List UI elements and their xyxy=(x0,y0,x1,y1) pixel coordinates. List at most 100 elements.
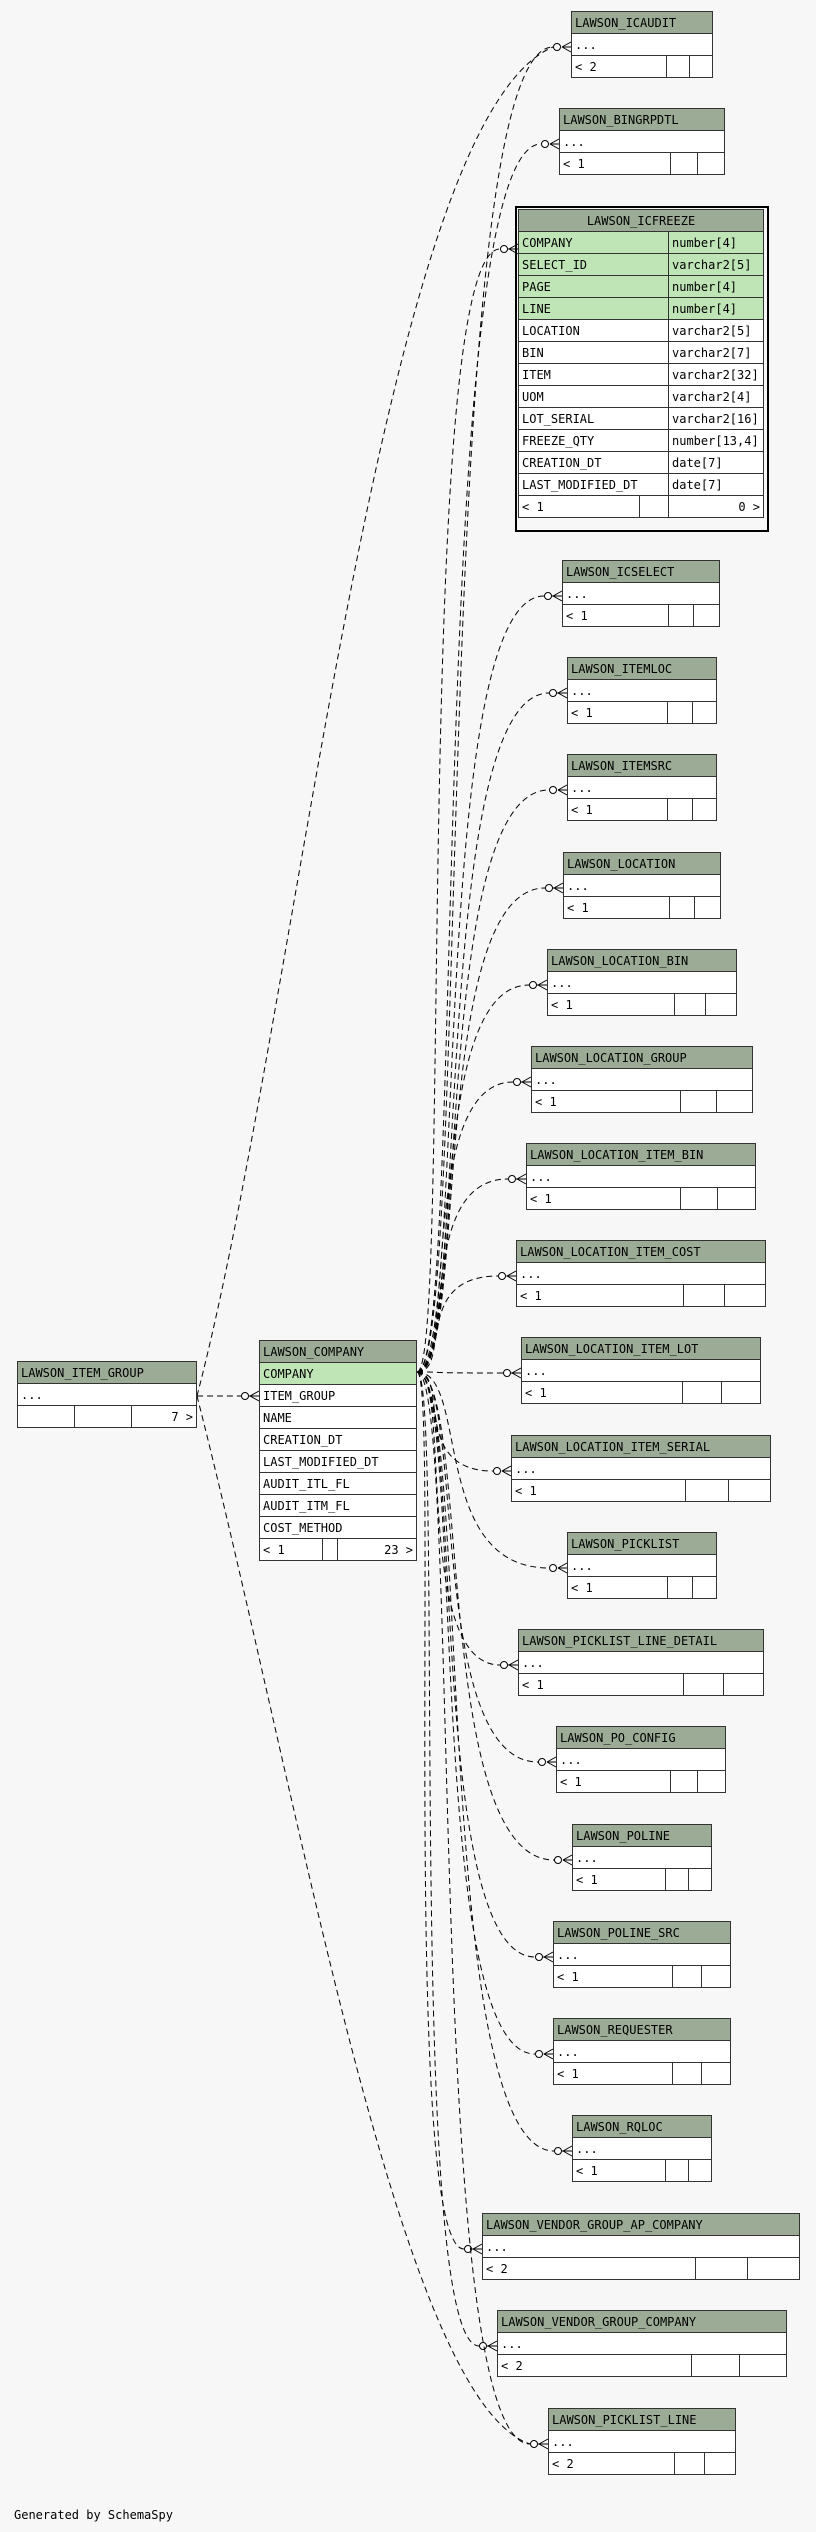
table-title: LAWSON_PICKLIST_LINE xyxy=(548,2408,736,2431)
relationship-line xyxy=(416,595,562,1373)
nav-left[interactable]: < 1 xyxy=(571,2159,667,2182)
nav-left[interactable]: < 1 xyxy=(553,1965,673,1988)
nav-left[interactable]: < 1 xyxy=(515,1284,685,1307)
column-name: ITEM xyxy=(518,363,669,386)
relationship-line xyxy=(416,984,547,1373)
nav-left[interactable]: < 1 xyxy=(510,1479,687,1502)
table-title: LAWSON_ICFREEZE xyxy=(518,209,764,232)
crowfoot-marker xyxy=(500,1659,519,1671)
table-lawson-location-item-serial[interactable]: LAWSON_LOCATION_ITEM_SERIAL ... < 1 xyxy=(510,1435,771,1502)
nav-left[interactable]: < 2 xyxy=(571,55,667,78)
column-ellipsis: ... xyxy=(562,582,720,605)
table-lawson-icaudit[interactable]: LAWSON_ICAUDIT ... < 2 xyxy=(571,11,714,78)
table-lawson-requester[interactable]: LAWSON_REQUESTER ... < 1 xyxy=(553,2018,732,2085)
table-lawson-location-item-cost[interactable]: LAWSON_LOCATION_ITEM_COST ... < 1 xyxy=(515,1240,766,1307)
table-title: LAWSON_REQUESTER xyxy=(553,2018,731,2041)
table-lawson-picklist-line-detail[interactable]: LAWSON_PICKLIST_LINE_DETAIL ... < 1 xyxy=(518,1629,765,1696)
nav-right[interactable]: 23 > xyxy=(337,1538,417,1561)
table-title: LAWSON_VENDOR_GROUP_COMPANY xyxy=(497,2310,787,2333)
column-name: AUDIT_ITM_FL xyxy=(259,1494,417,1517)
crowfoot-marker xyxy=(535,2048,554,2060)
column-name: FREEZE_QTY xyxy=(518,429,669,452)
column-ellipsis: ... xyxy=(17,1383,197,1406)
table-lawson-rqloc[interactable]: LAWSON_RQLOC ... < 1 xyxy=(571,2115,712,2182)
nav-left[interactable]: < 1 xyxy=(526,1187,681,1210)
table-lawson-location[interactable]: LAWSON_LOCATION ... < 1 xyxy=(563,852,721,919)
column-type: date[7] xyxy=(668,473,764,496)
crowfoot-marker xyxy=(554,1854,573,1866)
nav-left[interactable]: < 1 xyxy=(566,1576,669,1599)
column-ellipsis: ... xyxy=(563,874,721,897)
nav-left[interactable]: < 2 xyxy=(481,2257,697,2280)
nav-left[interactable]: < 1 xyxy=(521,1381,683,1404)
nav-left[interactable]: < 1 xyxy=(566,701,669,724)
column-ellipsis: ... xyxy=(526,1165,756,1188)
table-lawson-itemloc[interactable]: LAWSON_ITEMLOC ... < 1 xyxy=(566,657,718,724)
table-lawson-poline-src[interactable]: LAWSON_POLINE_SRC ... < 1 xyxy=(553,1921,732,1988)
nav-left[interactable]: < 1 xyxy=(563,896,670,919)
nav-left[interactable]: < 1 xyxy=(559,152,671,175)
column-name: NAME xyxy=(259,1406,417,1429)
table-title: LAWSON_ICAUDIT xyxy=(571,11,713,34)
column-name: COMPANY xyxy=(259,1362,417,1385)
relationship-line xyxy=(416,1371,572,2152)
table-lawson-vendor-group-company[interactable]: LAWSON_VENDOR_GROUP_COMPANY ... < 2 xyxy=(496,2310,788,2377)
table-title: LAWSON_POLINE_SRC xyxy=(553,1921,731,1944)
column-type: varchar2[4] xyxy=(668,385,764,408)
relationship-line xyxy=(416,1371,553,1958)
nav-left[interactable]: < 2 xyxy=(496,2354,693,2377)
focus-frame xyxy=(515,206,769,532)
nav-left[interactable]: < 2 xyxy=(548,2452,675,2475)
nav-left[interactable]: < 1 xyxy=(518,495,640,518)
table-lawson-po-config[interactable]: LAWSON_PO_CONFIG ... < 1 xyxy=(556,1726,726,1793)
crowfoot-marker xyxy=(498,1270,517,1282)
column-ellipsis: ... xyxy=(511,1457,771,1480)
column-ellipsis: ... xyxy=(553,1943,731,1966)
table-title: LAWSON_LOCATION_ITEM_COST xyxy=(516,1240,766,1263)
table-title: LAWSON_BINGRPDTL xyxy=(559,108,725,131)
nav-left[interactable]: < 1 xyxy=(518,1673,684,1696)
crowfoot-marker xyxy=(493,1465,512,1477)
table-lawson-picklist-line[interactable]: LAWSON_PICKLIST_LINE ... < 2 xyxy=(548,2408,736,2475)
table-lawson-poline[interactable]: LAWSON_POLINE ... < 1 xyxy=(571,1824,712,1891)
nav-left[interactable]: < 1 xyxy=(531,1090,681,1113)
column-ellipsis: ... xyxy=(553,2040,731,2063)
crowfoot-marker xyxy=(545,882,564,894)
relationship-line xyxy=(416,1275,516,1373)
nav-left[interactable]: < 1 xyxy=(566,798,669,821)
table-lawson-picklist[interactable]: LAWSON_PICKLIST ... < 1 xyxy=(566,1532,718,1599)
table-title: LAWSON_PICKLIST xyxy=(567,1532,717,1555)
column-ellipsis: ... xyxy=(521,1359,761,1382)
nav-right[interactable]: 7 > xyxy=(131,1405,197,1428)
table-lawson-item-group[interactable]: LAWSON_ITEM_GROUP ... 7 > xyxy=(17,1361,197,1428)
column-name: LINE xyxy=(518,297,669,320)
column-name: PAGE xyxy=(518,275,669,298)
column-ellipsis: ... xyxy=(547,971,737,994)
generated-by-footer: Generated by SchemaSpy xyxy=(14,2508,173,2522)
table-lawson-location-item-bin[interactable]: LAWSON_LOCATION_ITEM_BIN ... < 1 xyxy=(526,1143,756,1210)
table-lawson-bingrpdtl[interactable]: LAWSON_BINGRPDTL ... < 1 xyxy=(559,108,726,175)
column-ellipsis: ... xyxy=(516,1262,766,1285)
nav-right[interactable]: 0 > xyxy=(668,495,764,518)
table-title: LAWSON_LOCATION_ITEM_LOT xyxy=(521,1337,761,1360)
relationship-line xyxy=(416,692,567,1373)
table-title: LAWSON_ICSELECT xyxy=(562,560,720,583)
table-lawson-itemsrc[interactable]: LAWSON_ITEMSRC ... < 1 xyxy=(566,754,718,821)
column-type: date[7] xyxy=(668,451,764,474)
table-lawson-company[interactable]: LAWSON_COMPANY COMPANY ITEM_GROUP NAME C… xyxy=(259,1340,417,1561)
table-title: LAWSON_LOCATION_GROUP xyxy=(531,1046,753,1069)
nav-left[interactable]: < 1 xyxy=(556,1770,671,1793)
table-title: LAWSON_PO_CONFIG xyxy=(556,1726,726,1749)
table-lawson-location-group[interactable]: LAWSON_LOCATION_GROUP ... < 1 xyxy=(531,1046,754,1113)
table-lawson-icselect[interactable]: LAWSON_ICSELECT ... < 1 xyxy=(562,560,720,627)
nav-left[interactable]: < 1 xyxy=(562,604,669,627)
table-lawson-location-item-lot[interactable]: LAWSON_LOCATION_ITEM_LOT ... < 1 xyxy=(521,1337,762,1404)
column-ellipsis: ... xyxy=(556,1748,726,1771)
nav-left[interactable]: < 1 xyxy=(259,1538,323,1561)
table-lawson-location-bin[interactable]: LAWSON_LOCATION_BIN ... < 1 xyxy=(547,949,738,1016)
nav-left[interactable]: < 1 xyxy=(547,993,675,1016)
nav-left[interactable]: < 1 xyxy=(571,1868,667,1891)
nav-left[interactable]: < 1 xyxy=(553,2062,673,2085)
table-lawson-vendor-group-ap-company[interactable]: LAWSON_VENDOR_GROUP_AP_COMPANY ... < 2 xyxy=(481,2213,801,2280)
